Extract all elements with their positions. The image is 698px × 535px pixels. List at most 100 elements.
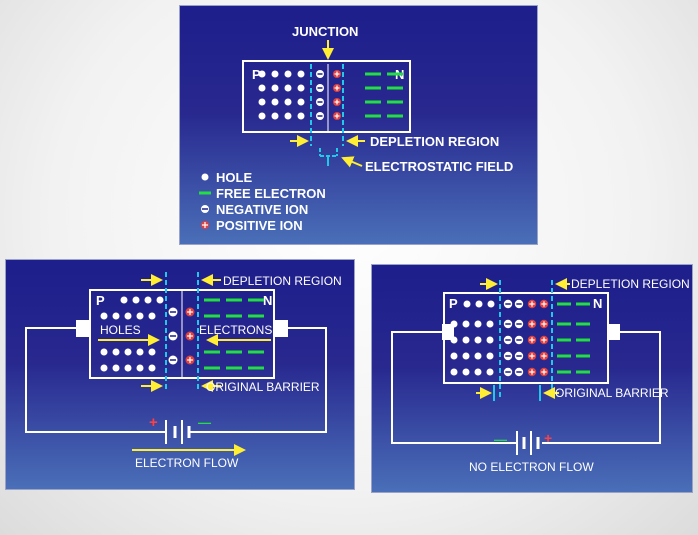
holes-group [100,296,164,372]
negative-ion [514,335,524,345]
hole [100,364,108,372]
battery-plus-sign: + [544,430,552,446]
hole [450,352,458,360]
negative-ion [503,351,513,361]
hole [258,112,266,120]
hole [462,320,470,328]
negative-ion [503,335,513,345]
circuit-wire-left [391,331,517,444]
terminal-n [608,324,620,340]
hole [258,84,266,92]
hole [124,348,132,356]
positive-ion [333,84,341,92]
depletion-region-label: DEPLETION REGION [223,274,342,288]
hole [136,364,144,372]
free-electrons-group [204,298,264,370]
hole [100,348,108,356]
original-barrier-label: ORIGINAL BARRIER [206,380,320,394]
positive-ion [539,319,549,329]
hole [112,348,120,356]
hole [297,70,305,78]
battery-plus-sign: + [149,414,158,431]
hole [112,364,120,372]
hole [462,336,470,344]
hole [124,312,132,320]
hole [136,348,144,356]
free-electrons-group [365,72,403,118]
negative-ion [503,367,513,377]
hole [136,312,144,320]
hole [450,336,458,344]
junction-label: JUNCTION [292,24,358,39]
positive-ion [185,331,195,341]
hole [258,70,266,78]
hole [462,368,470,376]
negative-ion [503,299,513,309]
hole [450,320,458,328]
hole [297,112,305,120]
negative-ion [514,351,524,361]
legend-negative-ion-label: NEGATIVE ION [216,202,308,217]
hole [112,312,120,320]
electron-flow-label: ELECTRON FLOW [135,456,239,470]
positive-ion [527,319,537,329]
hole [486,320,494,328]
negative-ion [168,355,178,365]
p-region-label: P [252,67,261,82]
forward-bias-diagram: P N DEPLETION REGION HOLES ELECTRONS ORI… [25,272,342,470]
negative-ion [168,307,178,317]
hole [487,300,495,308]
negative-ion [503,319,513,329]
hole [474,320,482,328]
reverse-bias-diagram: P N DEPLETION REGION ORIGINAL BARRIER — … [391,277,690,474]
circuit-wire-right [542,331,661,444]
ions-group [503,299,549,377]
p-region-label: P [449,296,458,311]
battery [516,431,540,455]
pn-crystal [443,292,609,384]
free-electrons-group [557,302,590,374]
negative-ion [168,331,178,341]
terminal-n [274,320,288,337]
hole [132,296,140,304]
hole [284,84,292,92]
hole [284,70,292,78]
circuit-wire-right [189,327,327,433]
hole [284,98,292,106]
electrons-label: ELECTRONS [199,323,272,337]
original-barrier-label: ORIGINAL BARRIER [555,386,669,400]
hole [486,368,494,376]
junction-diagram: JUNCTION P N DEPLETION REGION ELECTROSTA… [199,24,513,233]
hole [486,336,494,344]
hole [124,364,132,372]
pn-crystal [242,60,411,133]
positive-ion [539,299,549,309]
depletion-region-label: DEPLETION REGION [370,134,499,149]
negative-ion [316,112,324,120]
positive-ion [185,355,195,365]
hole [475,300,483,308]
battery-minus-sign: — [494,432,507,447]
junction-diagram-panel: JUNCTION P N DEPLETION REGION ELECTROSTA… [179,5,538,245]
legend-positive-ion-icon [201,221,209,229]
negative-ion [316,98,324,106]
battery [165,420,191,444]
negative-ion [316,84,324,92]
legend-free-electron-label: FREE ELECTRON [216,186,326,201]
holes-group [450,300,495,376]
hole [463,300,471,308]
terminal-p [76,320,90,337]
reverse-bias-panel: P N DEPLETION REGION ORIGINAL BARRIER — … [371,264,693,493]
n-region-label: N [593,296,602,311]
circuit-wire-left [25,327,166,433]
holes-label: HOLES [100,323,141,337]
positive-ion [539,367,549,377]
positive-ion [527,335,537,345]
hole [474,368,482,376]
no-electron-flow-label: NO ELECTRON FLOW [469,460,594,474]
n-region-label: N [263,293,272,308]
positive-ion [333,70,341,78]
positive-ion [527,367,537,377]
hole [271,98,279,106]
hole [271,84,279,92]
